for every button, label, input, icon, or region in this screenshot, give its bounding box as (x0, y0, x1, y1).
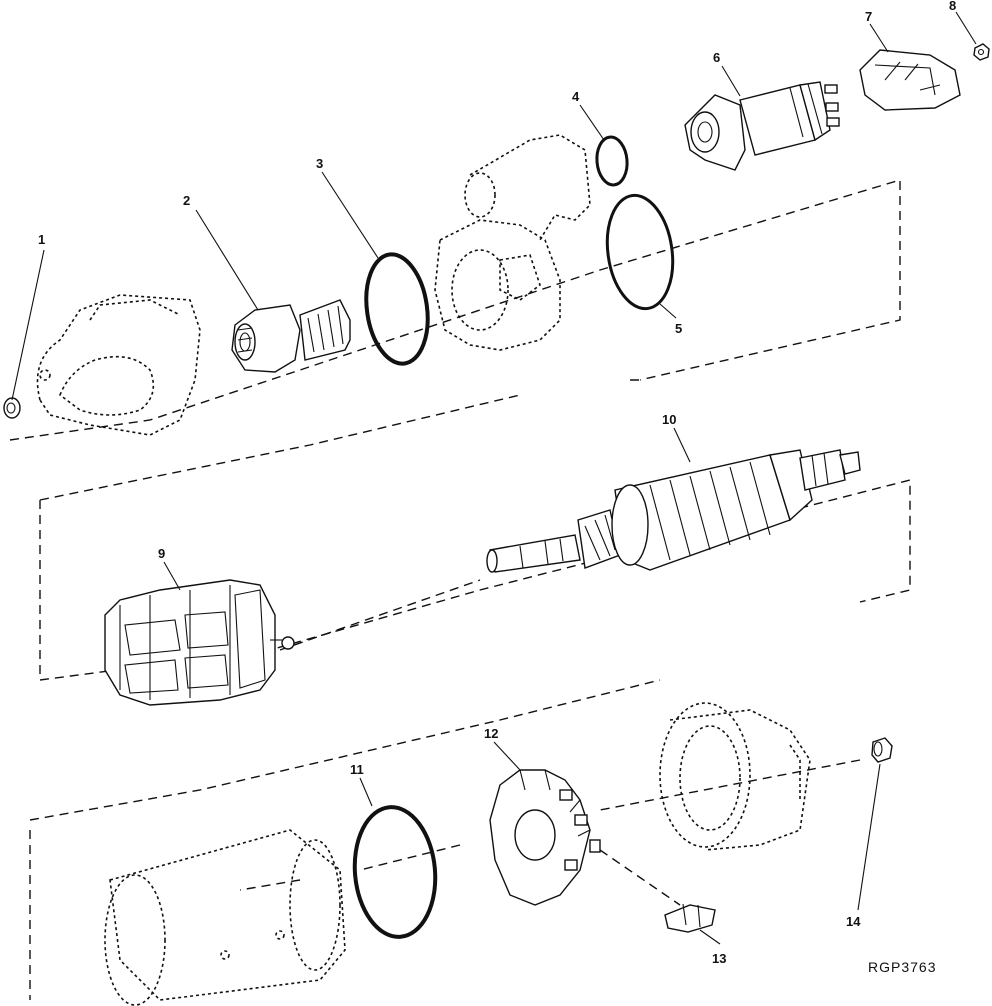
callout-14: 14 (846, 914, 861, 929)
part-1-bushing (3, 397, 21, 419)
callout-1: 1 (38, 232, 45, 247)
callout-6: 6 (713, 50, 720, 65)
part-6-solenoid (684, 81, 840, 171)
part-13-brush (599, 849, 716, 933)
callout-4: 4 (572, 89, 580, 104)
assembly-envelope-middle (39, 379, 911, 681)
assembly-envelope-bottom (29, 679, 861, 1000)
callout-7: 7 (865, 9, 872, 24)
part-9-field-coil (104, 579, 295, 706)
part-7-cover (859, 49, 961, 111)
part-11-o-ring (352, 805, 438, 939)
callout-5: 5 (675, 321, 682, 336)
callout-9: 9 (158, 546, 165, 561)
callout-12: 12 (484, 726, 498, 741)
callout-labels: 1 2 3 4 5 6 7 8 9 10 11 12 13 14 RGP3763 (38, 0, 956, 975)
part-8-nut (973, 43, 990, 61)
callout-2: 2 (183, 193, 190, 208)
part-2-drive-pinion (231, 299, 351, 373)
callout-11: 11 (350, 762, 364, 777)
part-4-o-ring (595, 135, 629, 187)
commutator-end-frame (659, 702, 811, 851)
drive-housing (36, 294, 201, 436)
part-14-bushing (871, 737, 893, 763)
part-12-brush-plate (489, 769, 601, 906)
frame (104, 829, 346, 1006)
callout-8: 8 (949, 0, 956, 13)
assembly-envelope-top (9, 179, 901, 441)
reference-code: RGP3763 (868, 959, 936, 975)
part-3-o-ring (364, 252, 430, 366)
part-10-armature (486, 449, 861, 573)
callout-10: 10 (662, 412, 676, 427)
part-5-o-ring (605, 193, 675, 311)
callout-13: 13 (712, 951, 726, 966)
leader-lines (11, 11, 977, 945)
lever-housing (434, 134, 591, 351)
callout-3: 3 (316, 156, 323, 171)
